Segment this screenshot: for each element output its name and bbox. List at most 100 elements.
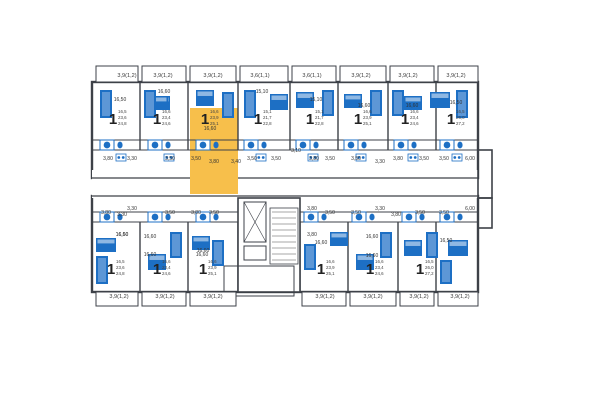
area-total: 16,5 bbox=[456, 109, 465, 114]
room-area-label: 15,10 bbox=[256, 89, 269, 95]
area-total: 16,6 bbox=[162, 109, 171, 114]
extra-label: 16,60 bbox=[196, 252, 209, 258]
area-kitchen: 24,6 bbox=[410, 121, 419, 126]
corridor-label: 3,80 bbox=[191, 210, 201, 216]
toilet-bowl bbox=[321, 213, 327, 221]
stair-landing bbox=[223, 265, 295, 297]
bottom-balcony bbox=[301, 291, 347, 307]
stove-icon bbox=[407, 153, 419, 162]
sofa-icon bbox=[304, 244, 316, 270]
area-living: 26,0 bbox=[425, 265, 434, 270]
balcony-label: 3,9(1,2) bbox=[398, 73, 417, 79]
elevator-x2 bbox=[243, 201, 267, 243]
bath-icon bbox=[147, 211, 163, 223]
area-living: 23,9 bbox=[208, 265, 217, 270]
apartment-rooms: 1 bbox=[366, 261, 374, 278]
corridor-label: 3,50 bbox=[325, 210, 335, 216]
bed-pillow bbox=[357, 255, 373, 260]
bed-pillow bbox=[151, 97, 167, 102]
sofa-seat bbox=[428, 234, 436, 256]
balcony-label: 3,9(1,2) bbox=[363, 294, 382, 300]
extra-label: 16,60 bbox=[144, 252, 157, 258]
toilet-icon bbox=[165, 141, 171, 149]
sofa-seat bbox=[394, 92, 402, 114]
toilet-bowl bbox=[457, 141, 463, 149]
bed-icon bbox=[192, 236, 210, 250]
bottom-balcony bbox=[141, 291, 187, 307]
area-total: 16,6 bbox=[208, 259, 217, 264]
sofa-seat bbox=[246, 92, 254, 116]
toilet-bowl bbox=[117, 213, 123, 221]
burner bbox=[453, 156, 457, 159]
area-living: 21,7 bbox=[315, 115, 324, 120]
balcony-label: 3,9(1,2) bbox=[155, 294, 174, 300]
bed-icon bbox=[404, 96, 422, 110]
bed-pillow bbox=[271, 95, 287, 100]
stove-top bbox=[407, 153, 419, 162]
bath-drain bbox=[247, 141, 255, 149]
sofa-icon bbox=[322, 90, 334, 116]
burner bbox=[169, 156, 173, 159]
area-kitchen: 27,2 bbox=[425, 271, 434, 276]
bed-icon bbox=[448, 240, 468, 256]
burner bbox=[409, 156, 413, 159]
corridor-label: 3,50 bbox=[439, 156, 449, 162]
bath-icon bbox=[303, 211, 319, 223]
area-kitchen: 25,1 bbox=[363, 121, 372, 126]
toilet-bowl bbox=[419, 213, 425, 221]
bed-icon bbox=[270, 94, 288, 110]
bottom-balcony bbox=[189, 291, 237, 307]
area-living: 23,9 bbox=[363, 115, 372, 120]
area-total: 16,6 bbox=[375, 259, 384, 264]
extra-label: 16,60 bbox=[366, 253, 379, 259]
building-walls bbox=[90, 65, 493, 307]
burner bbox=[257, 156, 261, 159]
balcony-label: 3,9(1,2) bbox=[203, 73, 222, 79]
sofa-icon bbox=[96, 256, 108, 284]
apartment-rooms: 1 bbox=[153, 111, 161, 128]
toilet-icon bbox=[165, 213, 171, 221]
room-area-label: 16,60 bbox=[158, 89, 171, 95]
sofa-icon bbox=[212, 240, 224, 266]
balcony-label: 3,9(1,2) bbox=[203, 294, 222, 300]
bath-icon bbox=[195, 139, 211, 151]
balcony-label: 3,9(1,2) bbox=[351, 73, 370, 79]
balcony-label: 3,9(1,2) bbox=[409, 294, 428, 300]
toilet-bowl bbox=[165, 213, 171, 221]
room-area-label: 16,50 bbox=[116, 232, 129, 238]
bottom-balcony bbox=[399, 291, 435, 307]
bed-icon bbox=[330, 232, 348, 246]
area-kitchen: 25,1 bbox=[210, 121, 219, 126]
top-balcony bbox=[189, 65, 237, 83]
stove-top bbox=[163, 153, 175, 162]
corridor-label: 3,50 bbox=[209, 210, 219, 216]
balcony-label: 3,9(1,2) bbox=[315, 294, 334, 300]
corridor bbox=[92, 170, 478, 198]
east-bay-bottom bbox=[477, 197, 493, 229]
burner bbox=[165, 156, 169, 159]
corridor-label: 3,30 bbox=[117, 212, 127, 218]
apartment-rooms: 1 bbox=[317, 261, 325, 278]
room-area-label: 15,10 bbox=[310, 97, 323, 103]
bed-pillow bbox=[345, 95, 361, 100]
bath-drain bbox=[443, 141, 451, 149]
room-area-label: 16,50 bbox=[114, 97, 127, 103]
bottom-balcony bbox=[95, 291, 139, 307]
area-total: 16,6 bbox=[162, 259, 171, 264]
room-area-label: 16,60 bbox=[358, 103, 371, 109]
stair-core bbox=[237, 197, 301, 293]
top-balcony bbox=[389, 65, 435, 83]
corridor-label: 3,80 bbox=[391, 212, 401, 218]
area-kitchen: 24,6 bbox=[375, 271, 384, 276]
bed-icon bbox=[356, 254, 374, 270]
bath-drain bbox=[355, 213, 363, 221]
bath-icon bbox=[295, 139, 311, 151]
balcony-label: 3,9(1,2) bbox=[446, 73, 465, 79]
